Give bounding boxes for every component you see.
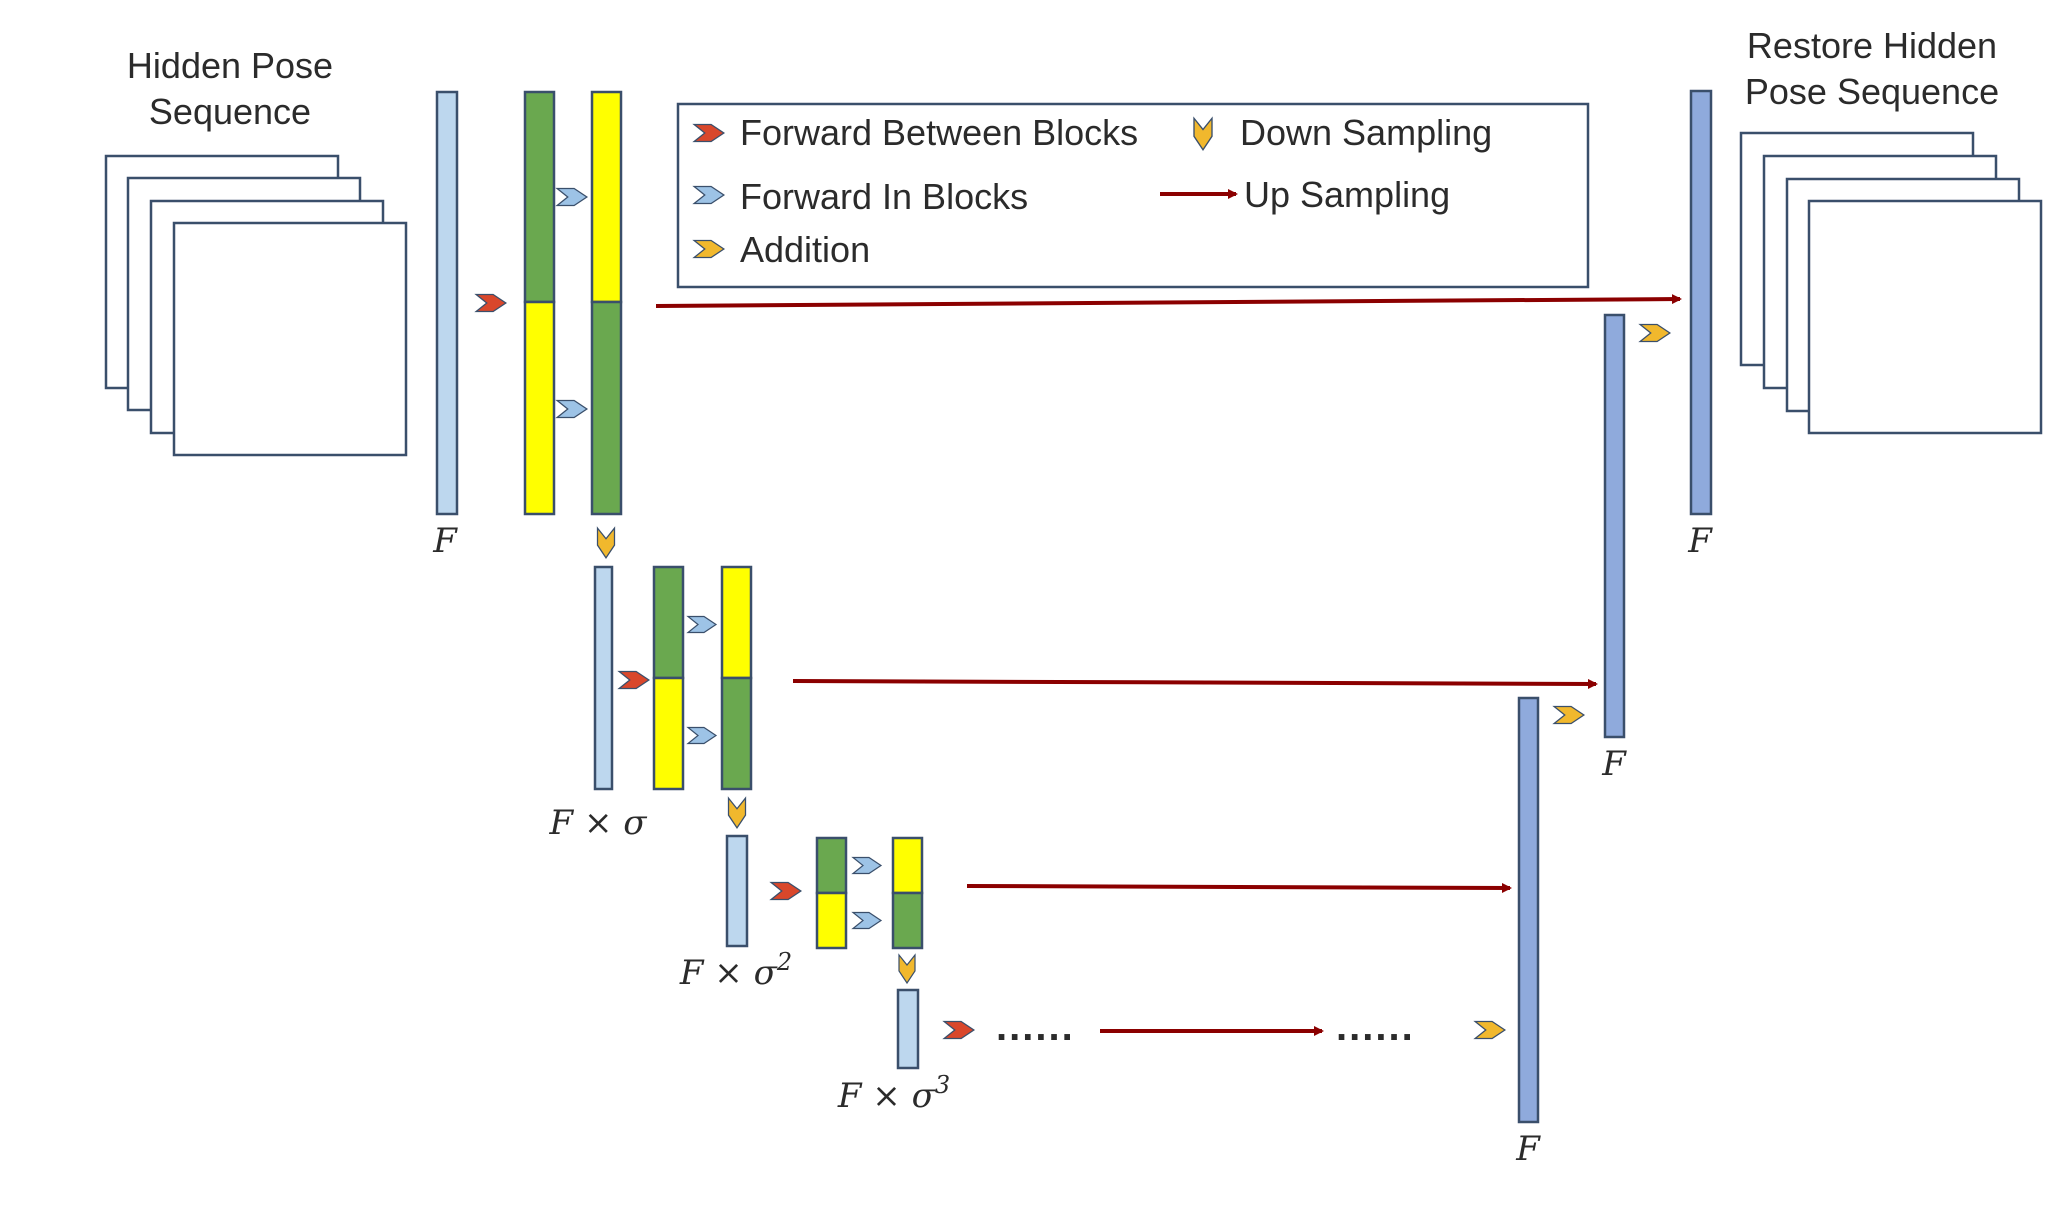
- label-level4: F × σ3: [837, 1071, 950, 1116]
- decoder-bar-level1: [1689, 89, 1713, 516]
- block-l1a-green: [523, 90, 556, 304]
- addition-icon: [1553, 705, 1585, 725]
- ellipsis-left: ......: [996, 1005, 1075, 1049]
- feature-bar-level1: [435, 90, 459, 516]
- down-sampling-icon: [596, 527, 616, 559]
- forward-in-blocks-icon: [687, 726, 717, 745]
- label-dec-level1: F: [1687, 521, 1713, 561]
- forward-in-blocks-icon: [556, 399, 588, 419]
- block-l1a-yellow: [523, 300, 556, 516]
- label-dec-level3: F: [1515, 1129, 1541, 1169]
- output-sequence-group: Restore Hidden Pose Sequence: [1739, 25, 2043, 435]
- block-l1b-yellow: [590, 90, 623, 304]
- addition-icon: [1474, 1020, 1506, 1040]
- forward-in-blocks-icon: [852, 856, 882, 875]
- block-l1b-green: [590, 300, 623, 516]
- label-level1: F: [432, 521, 458, 561]
- output-frame-4: [1807, 199, 2043, 435]
- legend-forward-in-blocks: Forward In Blocks: [740, 176, 1028, 217]
- block-l2a-green: [652, 565, 685, 680]
- decoder-bar-level2: [1603, 313, 1626, 739]
- encoder-level-3: F × σ2: [679, 834, 1512, 993]
- forward-between-blocks-icon: [770, 881, 802, 901]
- legend-down-sampling: Down Sampling: [1240, 112, 1492, 153]
- skip-connection-arrow-level3: [966, 882, 1512, 893]
- forward-in-blocks-icon: [556, 187, 588, 207]
- block-l3a-yellow: [815, 891, 848, 950]
- label-level3: F × σ2: [679, 948, 792, 993]
- input-title-line2: Sequence: [149, 91, 311, 132]
- input-title-line1: Hidden Pose: [127, 45, 333, 86]
- block-l2b-green: [720, 676, 753, 791]
- label-level2: F × σ: [549, 803, 648, 843]
- decoder-bar-level3: [1517, 696, 1540, 1124]
- skip-connection-arrow-level2: [792, 678, 1598, 689]
- forward-between-blocks-icon: [475, 293, 507, 313]
- addition-icon: [1639, 323, 1671, 343]
- input-sequence-group: Hidden Pose Sequence: [104, 45, 408, 457]
- feature-bar-level4: [896, 988, 920, 1070]
- block-l2b-yellow: [720, 565, 753, 680]
- legend-up-sampling: Up Sampling: [1244, 174, 1450, 215]
- forward-in-blocks-icon: [852, 911, 882, 930]
- down-sampling-icon: [727, 797, 747, 829]
- feature-bar-level3: [725, 834, 749, 948]
- encoder-level-2: F × σ: [549, 565, 1598, 843]
- ellipsis-right: ......: [1336, 1005, 1415, 1049]
- output-title-line2: Pose Sequence: [1745, 71, 1999, 112]
- legend-forward-between-blocks: Forward Between Blocks: [740, 112, 1138, 153]
- encoder-level-4: F × σ3 ...... ......: [837, 988, 1415, 1116]
- block-l3b-green: [891, 891, 924, 950]
- feature-bar-level2: [593, 565, 614, 791]
- forward-between-blocks-icon: [618, 670, 650, 690]
- input-frame-4: [172, 221, 408, 457]
- forward-in-blocks-icon: [687, 615, 717, 634]
- label-dec-level2: F: [1601, 744, 1627, 784]
- forward-between-blocks-icon: [943, 1020, 975, 1040]
- output-title-line1: Restore Hidden: [1747, 25, 1997, 66]
- legend-addition: Addition: [740, 229, 870, 270]
- skip-connection-arrow-level1: [655, 294, 1682, 308]
- down-sampling-icon: [898, 954, 916, 984]
- legend: Forward Between Blocks Forward In Blocks…: [676, 102, 1590, 289]
- block-l2a-yellow: [652, 676, 685, 791]
- legend-box: [676, 102, 1590, 289]
- decoder: F F F: [1474, 89, 1713, 1169]
- encoder-level-1: F: [432, 90, 1682, 561]
- block-l3a-green: [815, 836, 848, 895]
- block-l3b-yellow: [891, 836, 924, 895]
